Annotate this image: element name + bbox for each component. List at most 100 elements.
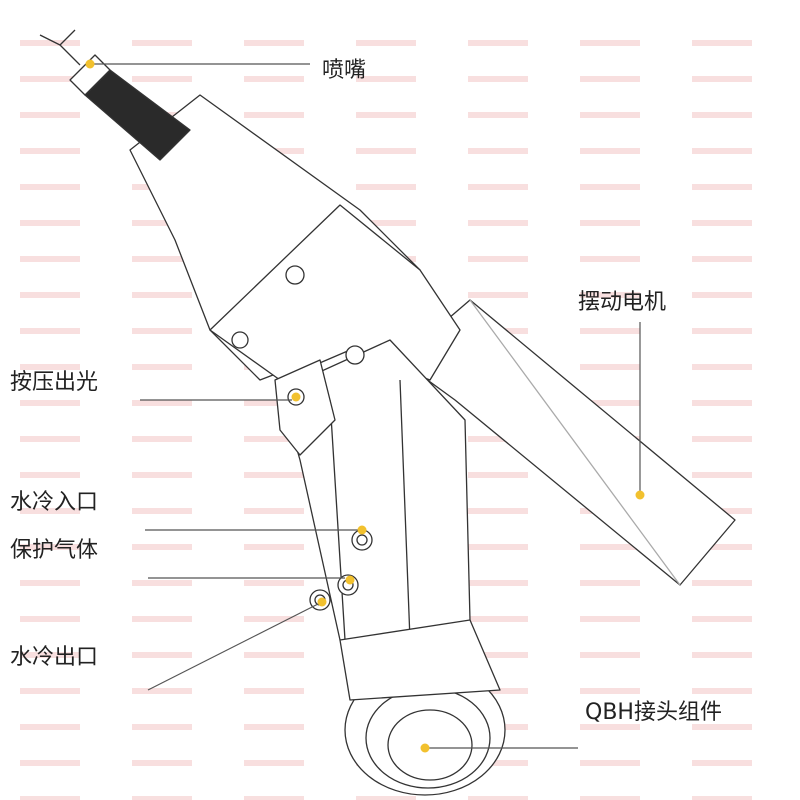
watermark-mark	[244, 40, 304, 46]
label-qbh: QBH接头组件	[585, 700, 722, 725]
watermark-mark	[132, 400, 192, 406]
press-button-housing	[274, 359, 336, 456]
watermark-mark	[132, 580, 192, 586]
watermark-mark	[692, 580, 752, 586]
watermark-mark	[244, 400, 304, 406]
watermark-mark	[20, 292, 80, 298]
watermark-mark	[20, 400, 80, 406]
watermark-mark	[132, 292, 192, 298]
watermark-mark	[132, 76, 192, 82]
watermark-mark	[132, 508, 192, 514]
watermark-mark	[468, 616, 528, 622]
watermark-mark	[580, 112, 640, 118]
watermark-mark	[132, 256, 192, 262]
watermark-mark	[580, 256, 640, 262]
dot-motor	[635, 490, 645, 500]
watermark-mark	[132, 40, 192, 46]
watermark-mark	[20, 112, 80, 118]
watermark-mark	[20, 184, 80, 190]
watermark-mark	[692, 220, 752, 226]
watermark-mark	[468, 544, 528, 550]
watermark-mark	[580, 364, 640, 370]
watermark-mark	[468, 292, 528, 298]
watermark-mark	[468, 184, 528, 190]
watermark-mark	[692, 760, 752, 766]
watermark-mark	[468, 256, 528, 262]
watermark-mark	[468, 220, 528, 226]
watermark-mark	[580, 616, 640, 622]
watermark-mark	[468, 760, 528, 766]
watermark-mark	[468, 148, 528, 154]
watermark-mark	[20, 328, 80, 334]
watermark-mark	[356, 40, 416, 46]
watermark-mark	[580, 220, 640, 226]
watermark-mark	[244, 580, 304, 586]
watermark-mark	[580, 796, 640, 800]
watermark-mark	[692, 436, 752, 442]
watermark-mark	[468, 580, 528, 586]
leader-lines	[92, 63, 641, 749]
watermark-mark	[20, 616, 80, 622]
watermark-mark	[20, 40, 80, 46]
watermark-mark	[468, 688, 528, 694]
watermark-mark	[580, 148, 640, 154]
watermark-mark	[692, 328, 752, 334]
watermark-mark	[132, 544, 192, 550]
watermark-mark	[132, 760, 192, 766]
label-water-out: 水冷出口	[10, 645, 99, 670]
watermark-mark	[692, 40, 752, 46]
watermark-mark	[132, 220, 192, 226]
watermark-mark	[580, 40, 640, 46]
watermark-mark	[20, 688, 80, 694]
label-swing-motor: 摆动电机	[578, 290, 667, 315]
watermark-mark	[468, 112, 528, 118]
watermark-mark	[692, 544, 752, 550]
watermark-mark	[244, 760, 304, 766]
watermark-mark	[132, 688, 192, 694]
watermark-mark	[692, 688, 752, 694]
watermark-mark	[692, 400, 752, 406]
watermark-mark	[244, 112, 304, 118]
watermark-mark	[244, 544, 304, 550]
watermark-mark	[20, 472, 80, 478]
dot-press	[291, 392, 301, 402]
device-outline	[39, 29, 736, 796]
watermark-mark	[692, 148, 752, 154]
watermark-mark	[580, 688, 640, 694]
watermark-mark	[692, 112, 752, 118]
watermark-mark	[20, 652, 80, 658]
label-nozzle: 喷嘴	[322, 58, 367, 83]
watermark-mark	[244, 652, 304, 658]
watermark-mark	[468, 508, 528, 514]
watermark-mark	[20, 508, 80, 514]
watermark-mark	[244, 688, 304, 694]
watermark-mark	[580, 184, 640, 190]
label-shield-gas: 保护气体	[10, 538, 99, 563]
watermark-mark	[468, 652, 528, 658]
watermark-mark	[132, 796, 192, 800]
watermark-mark	[692, 76, 752, 82]
watermark-mark	[356, 112, 416, 118]
watermark-mark	[580, 580, 640, 586]
watermark-mark	[692, 616, 752, 622]
watermark-mark	[468, 436, 528, 442]
watermark-mark	[132, 364, 192, 370]
watermark-mark	[468, 796, 528, 800]
watermark-mark	[20, 220, 80, 226]
watermark-mark	[244, 616, 304, 622]
watermark-mark	[580, 544, 640, 550]
watermark-mark	[356, 184, 416, 190]
swing-motor-housing	[399, 299, 736, 586]
watermark-mark	[20, 724, 80, 730]
watermark-mark	[356, 76, 416, 82]
watermark-mark	[20, 256, 80, 262]
watermark-mark	[580, 400, 640, 406]
watermark-mark	[692, 472, 752, 478]
watermark-mark	[20, 580, 80, 586]
watermark-mark	[692, 652, 752, 658]
watermark-mark	[244, 76, 304, 82]
watermark-mark	[20, 796, 80, 800]
watermark-mark	[356, 220, 416, 226]
watermark-mark	[468, 472, 528, 478]
